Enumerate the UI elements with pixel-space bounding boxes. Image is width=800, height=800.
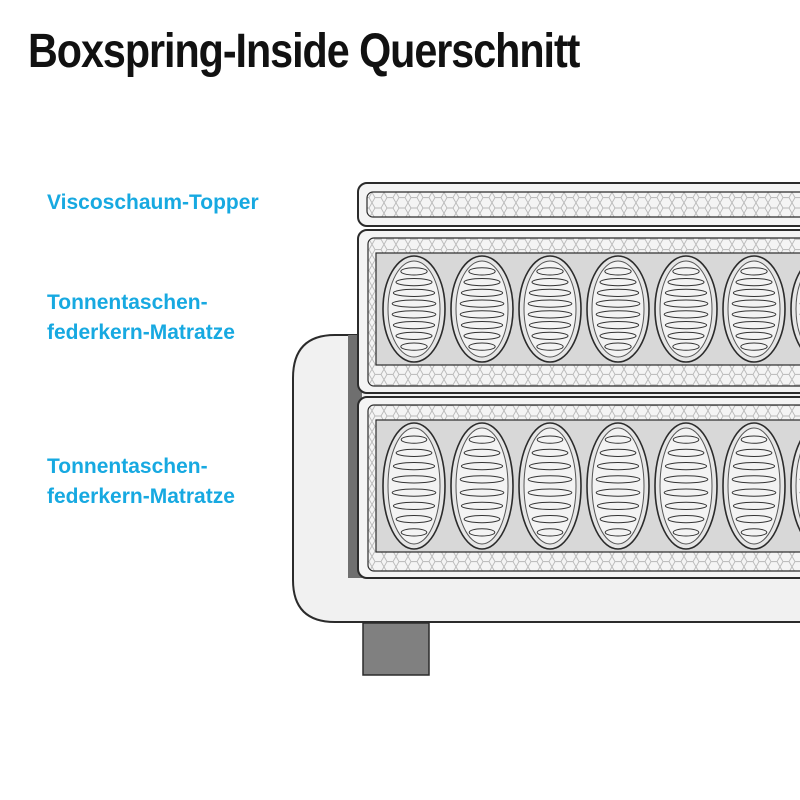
label-mattress-upper-line1: Tonnentaschen- (47, 291, 208, 314)
spring-pocket (586, 422, 650, 550)
topper-layer (357, 182, 800, 227)
label-mattress-lower-line1: Tonnentaschen- (47, 455, 208, 478)
spring-pocket (450, 255, 514, 363)
boxspring-leg (362, 622, 430, 676)
spring-pocket (654, 255, 718, 363)
label-mattress-upper-line2: federkern-Matratze (47, 321, 235, 344)
spring-pocket (518, 255, 582, 363)
mattress-upper (357, 229, 800, 394)
spring-pocket (586, 255, 650, 363)
spring-pocket (654, 422, 718, 550)
spring-pockets-lower (382, 422, 800, 550)
label-topper: Viscoschaum-Topper (47, 191, 259, 214)
label-mattress-upper: Tonnentaschen- federkern-Matratze (47, 288, 235, 348)
spring-pocket (518, 422, 582, 550)
spring-pocket (450, 422, 514, 550)
spring-pocket (722, 255, 786, 363)
mattress-lower (357, 396, 800, 579)
spring-pocket (382, 422, 446, 550)
spring-pocket (722, 422, 786, 550)
spring-pocket (382, 255, 446, 363)
spring-pocket (790, 439, 800, 533)
label-mattress-lower: Tonnentaschen- federkern-Matratze (47, 452, 235, 512)
page-title: Boxspring-Inside Querschnitt (28, 25, 580, 78)
label-mattress-lower-line2: federkern-Matratze (47, 485, 235, 508)
spring-pockets-upper (382, 255, 800, 363)
spring-pocket (790, 270, 800, 348)
